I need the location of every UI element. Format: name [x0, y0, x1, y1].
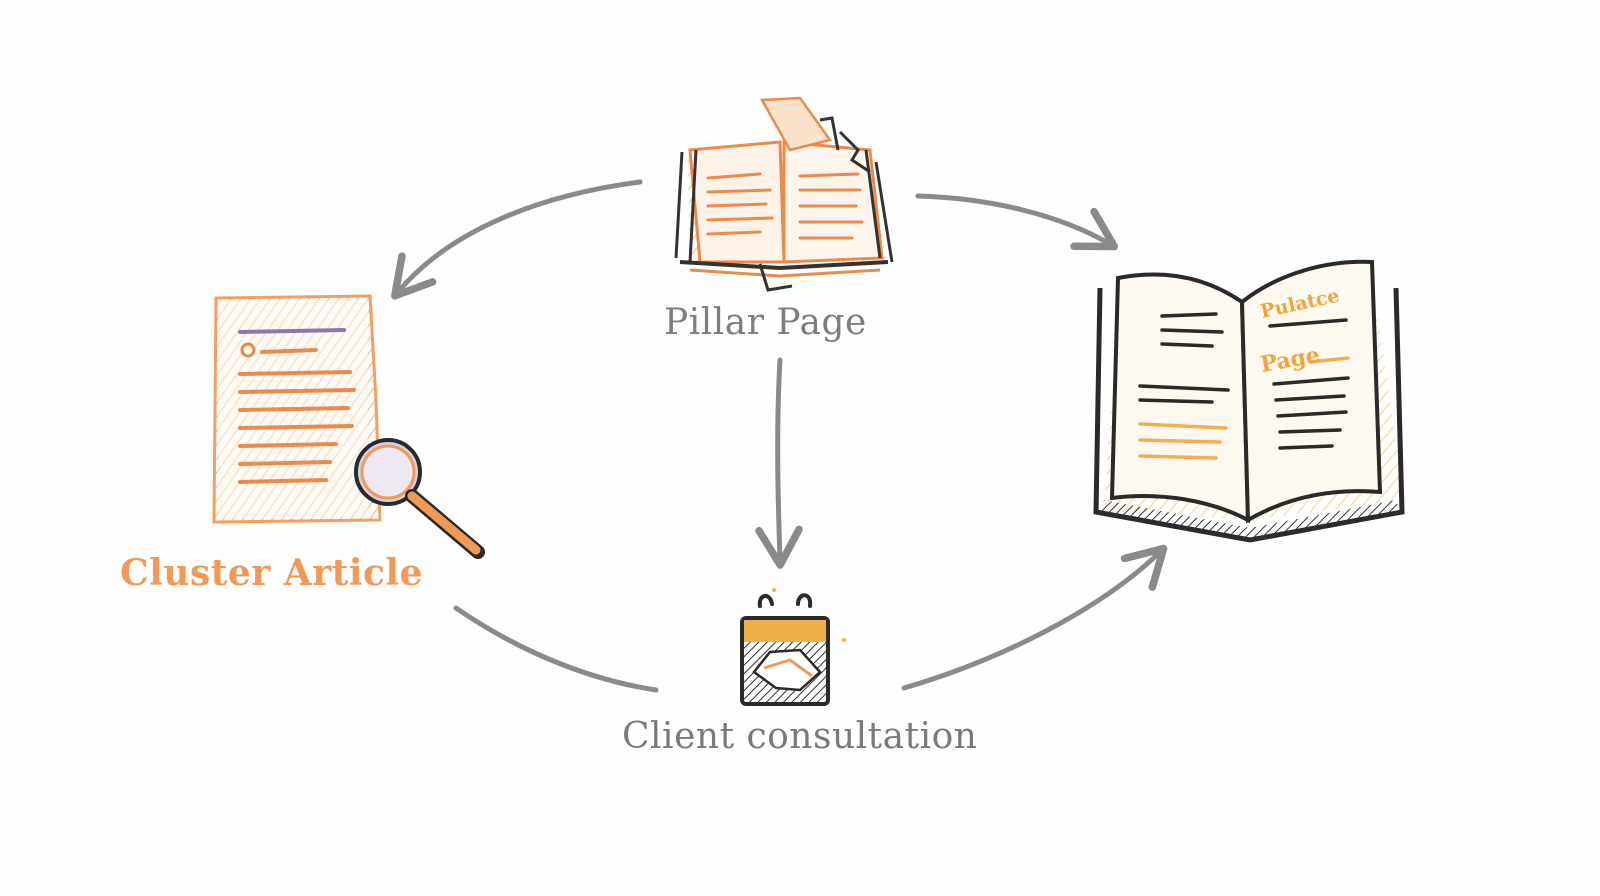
client-consultation-label: Client consultation — [622, 716, 978, 757]
arrow-client-to-book — [901, 544, 1168, 691]
cluster-article-label: Cluster Article — [120, 552, 424, 594]
handshake-briefcase-icon — [740, 588, 846, 706]
open-book-icon: Pulatce Page — [1093, 259, 1405, 543]
pillar-page-label: Pillar Page — [664, 302, 867, 343]
arrow-pillar-to-book — [915, 193, 1119, 251]
arrow-pillar-to-cluster — [391, 179, 643, 300]
document-magnifier-icon — [212, 294, 485, 559]
arrow-cluster-to-client — [453, 605, 659, 693]
open-book-stack-icon — [674, 96, 894, 292]
arrow-pillar-to-client — [755, 357, 803, 569]
